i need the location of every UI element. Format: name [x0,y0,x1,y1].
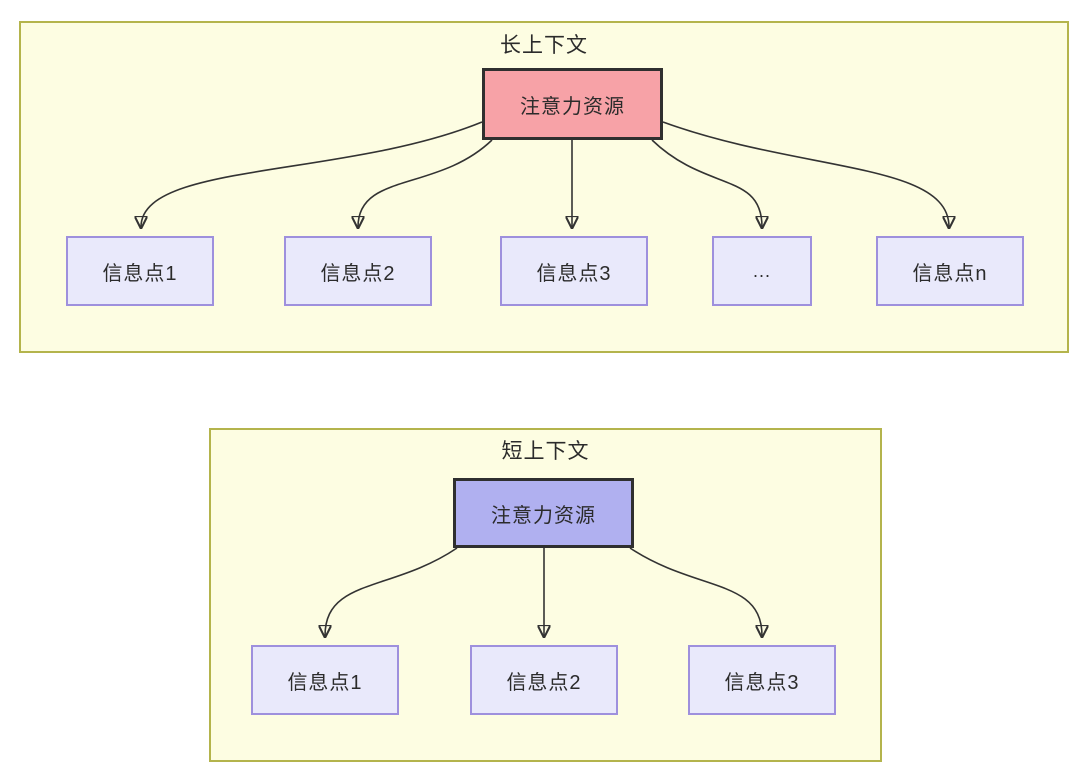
info-point-box-long-ellipsis: ... [712,236,812,306]
info-point-label: 信息点2 [506,671,582,694]
info-point-label: 信息点3 [724,671,800,694]
info-point-label: ... [752,260,771,281]
info-point-box-long-2: 信息点2 [284,236,432,306]
attention-resource-label-short: 注意力资源 [491,504,596,527]
info-point-box-short-2: 信息点2 [470,645,618,715]
info-point-box-short-3: 信息点3 [688,645,836,715]
info-point-label: 信息点1 [287,671,363,694]
info-point-box-long-n: 信息点n [876,236,1024,306]
attention-resource-box-long: 注意力资源 [482,68,663,140]
info-point-box-short-1: 信息点1 [251,645,399,715]
short-context-title: 短上下文 [501,440,590,463]
info-point-box-long-3: 信息点3 [500,236,648,306]
info-point-label: 信息点2 [320,262,396,285]
info-point-box-long-1: 信息点1 [66,236,214,306]
info-point-label: 信息点3 [536,262,612,285]
attention-resource-label-long: 注意力资源 [520,95,625,118]
info-point-label: 信息点1 [102,262,178,285]
info-point-label: 信息点n [912,262,988,285]
attention-resource-box-short: 注意力资源 [453,478,634,548]
long-context-title: 长上下文 [500,34,588,57]
